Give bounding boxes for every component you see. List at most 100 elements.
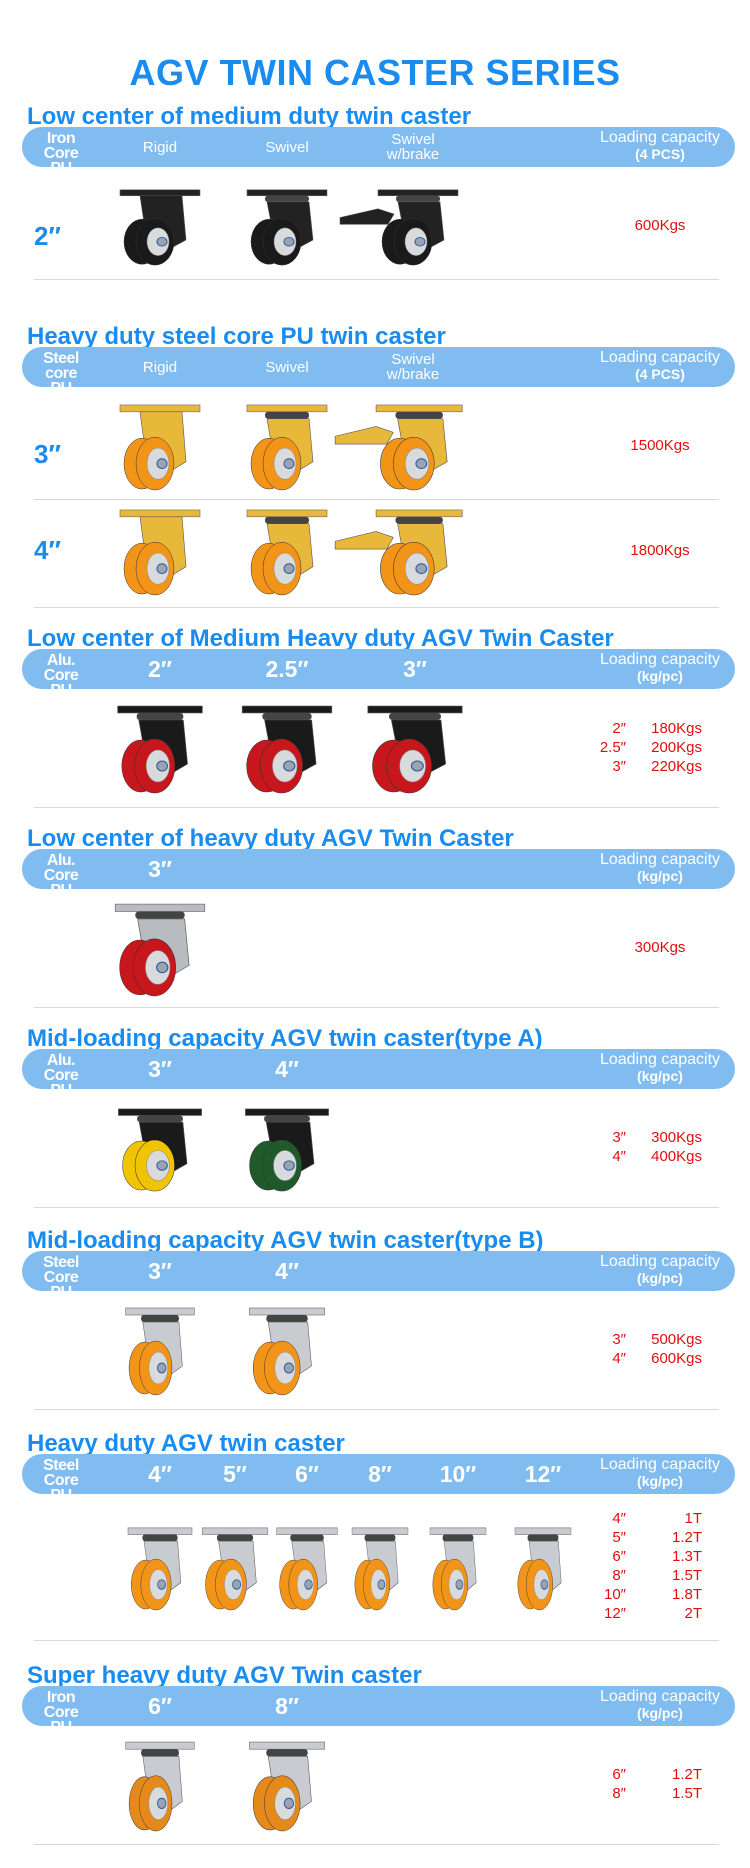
- caster-image-swivel[interactable]: [423, 1526, 493, 1616]
- capacity-list-item: 6″1.3T: [592, 1547, 702, 1566]
- size-label: 2″: [34, 221, 61, 251]
- capacity-header-unit: (kg/pc): [637, 868, 683, 884]
- capacity-list-item: 2″180Kgs: [592, 719, 702, 738]
- capacity-value: 1800Kgs: [630, 542, 690, 559]
- size-label: 4″: [34, 535, 61, 565]
- section-title: Mid-loading capacity AGV twin caster(typ…: [27, 1227, 544, 1254]
- caster-image-brake[interactable]: [333, 403, 473, 496]
- caster-image-swivel[interactable]: [237, 508, 337, 601]
- capacity-value: 1T: [684, 1510, 702, 1527]
- column-header-label: Swivel: [265, 358, 309, 376]
- capacity-value: 300Kgs: [651, 1129, 702, 1146]
- capacity-size: 5″: [612, 1529, 626, 1546]
- caster-image-swivel[interactable]: [508, 1526, 578, 1616]
- caster-image-swivel[interactable]: [108, 1107, 212, 1197]
- core-line: Steel Core: [43, 1457, 79, 1489]
- capacity-header-unit: (kg/pc): [637, 668, 683, 684]
- caster-image-rigid[interactable]: [110, 188, 210, 271]
- capacity-value: 1.2T: [671, 1766, 702, 1783]
- capacity-value: 2T: [684, 1605, 702, 1622]
- column-header: 12″: [525, 1454, 562, 1494]
- column-header-label: Rigid: [142, 358, 178, 376]
- column-header-label: 6″: [295, 1460, 319, 1487]
- core-line: PU: [50, 380, 72, 397]
- row-divider: [34, 1640, 719, 1641]
- row-divider: [34, 1207, 719, 1208]
- caster-image-swivel[interactable]: [120, 1526, 200, 1616]
- core-line: Alu. Core: [43, 1052, 79, 1084]
- capacity-size: 2″: [612, 719, 626, 737]
- column-header-label: 8″: [368, 1460, 392, 1487]
- capacity-size: 2.5″: [599, 738, 626, 756]
- capacity-header-unit: (kg/pc): [637, 1705, 683, 1721]
- capacity-size: 12″: [604, 1605, 626, 1622]
- caster-image-swivel[interactable]: [104, 902, 216, 1002]
- caster-image-swivel[interactable]: [345, 1526, 415, 1616]
- caster-image-swivel[interactable]: [231, 704, 343, 799]
- caster-image-swivel[interactable]: [237, 188, 337, 271]
- caster-image-swivel[interactable]: [237, 403, 337, 496]
- caster-image-swivel[interactable]: [269, 1526, 345, 1616]
- core-line: PU: [50, 1082, 72, 1099]
- caster-image-brake[interactable]: [338, 188, 468, 271]
- row-divider: [34, 279, 719, 280]
- column-header: 4″: [148, 1454, 172, 1494]
- column-header: 3″: [148, 849, 172, 889]
- caster-image-swivel[interactable]: [240, 1306, 334, 1401]
- capacity-list-item: 3″500Kgs: [592, 1330, 702, 1349]
- row-divider: [34, 1409, 719, 1410]
- row-divider: [34, 607, 719, 608]
- capacity-value: 400Kgs: [651, 1148, 702, 1165]
- capacity-list-item: 4″600Kgs: [592, 1349, 702, 1368]
- loading-capacity-header: Loading capacity(kg/pc): [591, 1456, 729, 1490]
- caster-image-swivel[interactable]: [194, 1526, 276, 1616]
- core-line: PU: [50, 1284, 72, 1301]
- loading-capacity-header: Loading capacity(kg/pc): [591, 851, 729, 885]
- caster-image-swivel[interactable]: [356, 704, 474, 799]
- capacity-header-line: Loading capacity: [599, 1456, 721, 1473]
- column-header-label: 5″: [223, 1460, 247, 1487]
- caster-image-swivel[interactable]: [117, 1306, 203, 1401]
- column-header: 6″: [295, 1454, 319, 1494]
- caster-image-rigid[interactable]: [110, 508, 210, 601]
- caster-image-rigid[interactable]: [110, 403, 210, 496]
- capacity-size: 3″: [612, 1129, 626, 1146]
- caster-image-brake[interactable]: [333, 508, 473, 601]
- caster-image-swivel[interactable]: [117, 1740, 203, 1837]
- column-header-label: Swivel: [265, 138, 309, 156]
- capacity-value: 1.5T: [671, 1785, 702, 1802]
- capacity-header-line: Loading capacity: [599, 349, 721, 366]
- capacity-value: 220Kgs: [651, 757, 702, 775]
- capacity-size: 3″: [612, 1331, 626, 1348]
- column-header-label: Swivel w/brake: [386, 351, 440, 383]
- column-header-label: 3″: [148, 855, 172, 882]
- loading-capacity-header: Loading capacity(kg/pc): [591, 1052, 729, 1085]
- loading-capacity-header: Loading capacity(4 PCS): [591, 130, 729, 163]
- column-header: 8″: [275, 1686, 299, 1726]
- loading-capacity-header: Loading capacity(kg/pc): [591, 1254, 729, 1287]
- column-header: 3″: [148, 1251, 172, 1291]
- caster-image-swivel[interactable]: [240, 1740, 334, 1837]
- caster-image-swivel[interactable]: [235, 1107, 339, 1197]
- core-line: PU: [50, 682, 72, 699]
- caster-image-swivel[interactable]: [107, 704, 213, 799]
- capacity-header-line: Loading capacity: [599, 851, 721, 868]
- core-line: Alu. Core: [43, 652, 79, 684]
- core-line: PU: [50, 160, 72, 177]
- capacity-value: 1.2T: [671, 1529, 702, 1546]
- capacity-list-item: 5″ 1.2T: [592, 1528, 702, 1547]
- column-header-label: 10″: [439, 1460, 477, 1487]
- capacity-list-item: 2.5″200Kgs: [592, 738, 702, 757]
